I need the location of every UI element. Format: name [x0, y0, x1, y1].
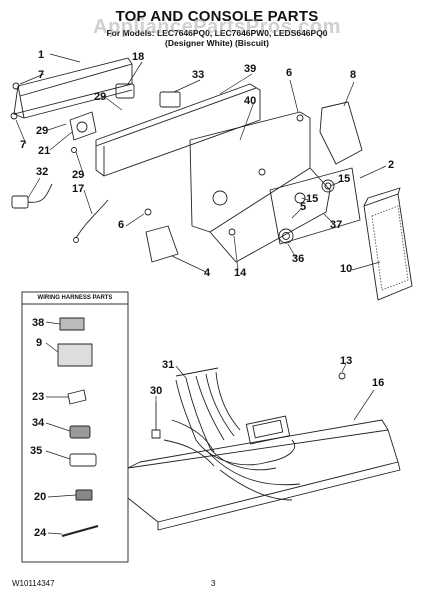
- svg-text:14: 14: [234, 267, 247, 279]
- svg-text:29: 29: [36, 125, 48, 137]
- svg-text:6: 6: [118, 219, 124, 231]
- svg-text:33: 33: [192, 69, 204, 81]
- svg-text:20: 20: [34, 491, 46, 503]
- svg-text:21: 21: [38, 145, 50, 157]
- svg-text:6: 6: [286, 67, 292, 79]
- svg-text:32: 32: [36, 166, 48, 178]
- model-numbers: For Models: LEC7646PQ0, LEC7646PW0, LEDS…: [106, 28, 328, 38]
- svg-text:39: 39: [244, 63, 256, 75]
- document-code: W10114347: [12, 579, 55, 588]
- svg-text:10: 10: [340, 263, 352, 275]
- svg-text:24: 24: [34, 527, 47, 539]
- watermark: AppliancePartsPros.com: [93, 16, 341, 38]
- svg-text:8: 8: [350, 69, 356, 81]
- svg-text:4: 4: [204, 267, 211, 279]
- svg-text:30: 30: [150, 385, 162, 397]
- color-variants: (Designer White) (Biscuit): [165, 38, 269, 48]
- svg-text:5: 5: [300, 201, 306, 213]
- svg-text:7: 7: [20, 139, 26, 151]
- svg-text:37: 37: [330, 219, 342, 231]
- svg-text:17: 17: [72, 183, 84, 195]
- svg-text:15: 15: [306, 193, 318, 205]
- svg-text:2: 2: [388, 159, 394, 171]
- svg-text:34: 34: [32, 417, 45, 429]
- svg-text:38: 38: [32, 317, 44, 329]
- svg-text:35: 35: [30, 445, 42, 457]
- svg-text:23: 23: [32, 391, 44, 403]
- svg-text:1: 1: [38, 49, 44, 61]
- page-title: TOP AND CONSOLE PARTS: [115, 8, 319, 25]
- svg-text:18: 18: [132, 51, 144, 63]
- svg-text:29: 29: [94, 91, 106, 103]
- wiring-harness-title: WIRING HARNESS PARTS: [37, 295, 113, 301]
- svg-text:31: 31: [162, 359, 174, 371]
- svg-text:40: 40: [244, 95, 256, 107]
- svg-text:15: 15: [338, 173, 350, 185]
- svg-text:13: 13: [340, 355, 352, 367]
- svg-text:29: 29: [72, 169, 84, 181]
- svg-text:16: 16: [372, 377, 384, 389]
- svg-text:9: 9: [36, 337, 42, 349]
- page-number: 3: [211, 579, 216, 588]
